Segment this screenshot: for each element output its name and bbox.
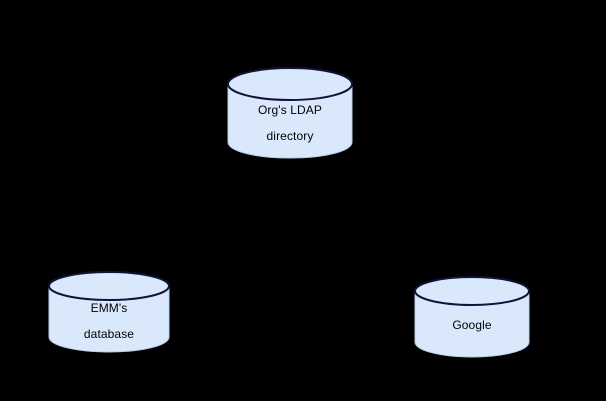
database-cylinder-icon xyxy=(227,67,353,159)
node-emm-database[interactable]: EMM's database xyxy=(48,271,170,353)
database-cylinder-icon xyxy=(48,271,170,353)
node-org-ldap-directory[interactable]: Org's LDAP directory xyxy=(227,67,353,159)
node-google[interactable]: Google xyxy=(414,276,530,358)
database-cylinder-icon xyxy=(414,276,530,358)
